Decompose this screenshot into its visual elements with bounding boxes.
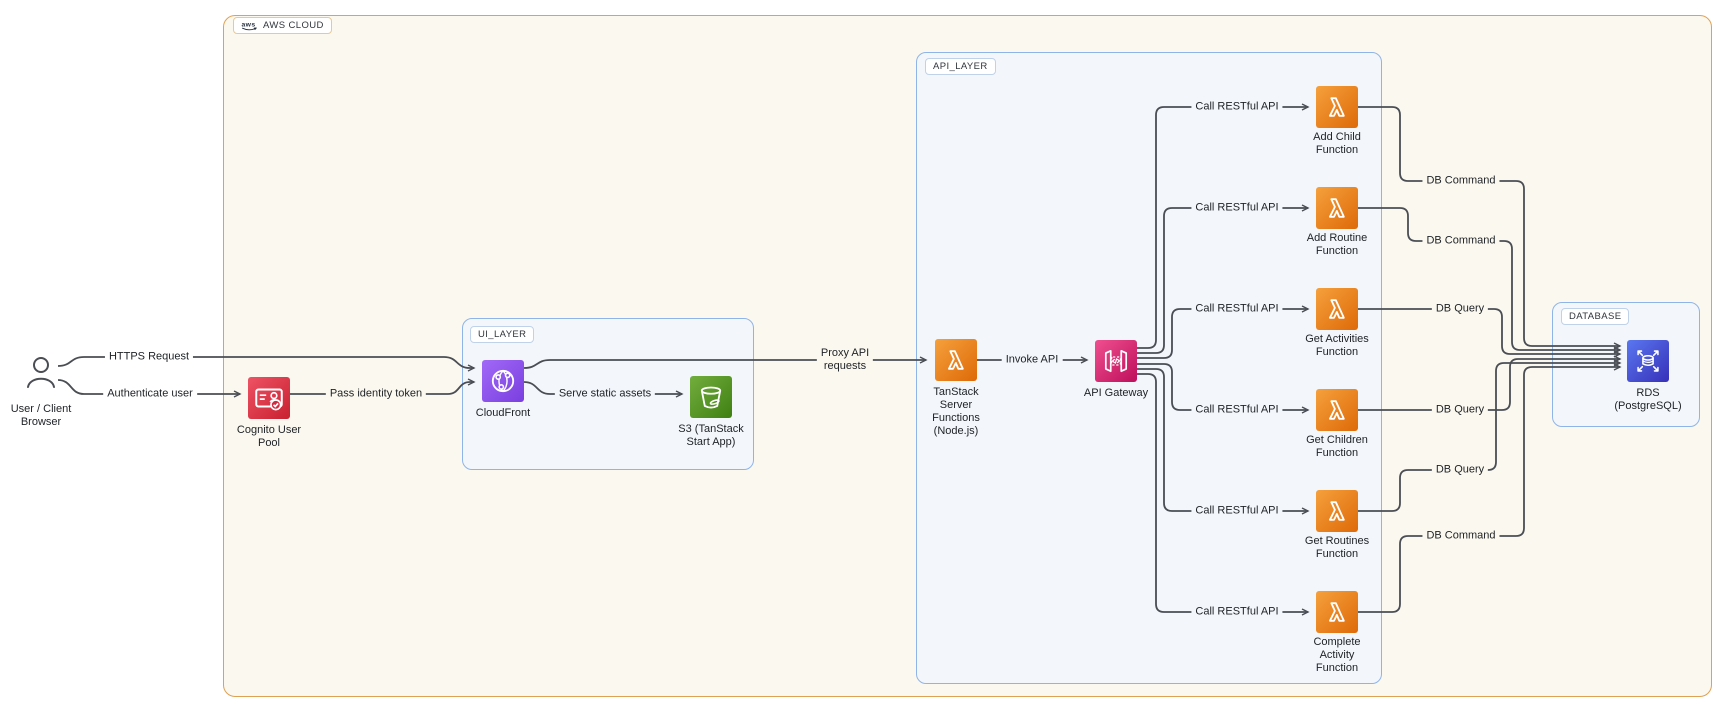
aws-cloud-tag: aws AWS CLOUD xyxy=(233,17,332,34)
tanstack-label: TanStack Server Functions (Node.js) xyxy=(932,386,980,437)
edge-label-call-restful-3: Call RESTful API xyxy=(1191,302,1283,316)
edge-label-pass-identity-token: Pass identity token xyxy=(325,387,427,401)
cloudfront-icon xyxy=(482,360,524,402)
edge-label-db-query-4: DB Query xyxy=(1431,403,1489,417)
tanstack-lambda-icon xyxy=(935,339,977,381)
svg-text:aws: aws xyxy=(242,22,256,29)
cognito-user-pool-icon xyxy=(248,377,290,419)
edge-db-query-4-line xyxy=(1358,359,1620,411)
api-layer-container xyxy=(916,52,1382,684)
lambda-add-child-icon xyxy=(1316,86,1358,128)
edge-label-call-restful-2: Call RESTful API xyxy=(1191,201,1283,215)
lambda-get-routines-label: Get Routines Function xyxy=(1304,535,1370,560)
edge-label-call-restful-5: Call RESTful API xyxy=(1191,504,1283,518)
user-label: User / Client Browser xyxy=(10,403,72,428)
s3-label: S3 (TanStack Start App) xyxy=(678,423,744,448)
rds-label: RDS (PostgreSQL) xyxy=(1614,387,1682,412)
edge-label-db-command-6: DB Command xyxy=(1422,529,1500,543)
edge-label-db-query-5: DB Query xyxy=(1431,463,1489,477)
edge-https-request-line xyxy=(57,356,474,368)
edge-label-https-request: HTTPS Request xyxy=(104,350,194,364)
edge-authenticate-user-line xyxy=(57,379,240,394)
cloudfront-label: CloudFront xyxy=(475,407,531,419)
api-layer-tag-label: API_LAYER xyxy=(933,61,988,72)
edge-call-restful-2-line xyxy=(1137,208,1308,354)
aws-cloud-tag-label: AWS CLOUD xyxy=(263,20,324,31)
ui-layer-tag: UI_LAYER xyxy=(470,326,535,343)
edge-call-restful-6-line xyxy=(1137,373,1308,612)
ui-layer-tag-label: UI_LAYER xyxy=(478,329,527,340)
cognito-user-pool-label: Cognito User Pool xyxy=(236,424,302,449)
edge-label-db-command-2: DB Command xyxy=(1422,234,1500,248)
edge-call-restful-5-line xyxy=(1137,368,1308,511)
api-gateway-icon xyxy=(1095,340,1137,382)
api-layer-tag: API_LAYER xyxy=(925,58,996,75)
edge-call-restful-3-line xyxy=(1137,309,1308,359)
edge-label-db-command-1: DB Command xyxy=(1422,174,1500,188)
database-tag: DATABASE xyxy=(1561,308,1630,325)
user-icon xyxy=(19,353,63,399)
api-gateway-label: API Gateway xyxy=(1083,387,1149,399)
rds-icon xyxy=(1627,340,1669,382)
edge-label-db-query-3: DB Query xyxy=(1431,302,1489,316)
edge-label-call-restful-1: Call RESTful API xyxy=(1191,100,1283,114)
lambda-get-activities-icon xyxy=(1316,288,1358,330)
lambda-get-activities-label: Get Activities Function xyxy=(1305,333,1369,358)
edge-label-proxy-api-requests: Proxy API requests xyxy=(816,346,874,374)
lambda-get-routines-icon xyxy=(1316,490,1358,532)
aws-logo-icon: aws xyxy=(241,20,258,31)
lambda-get-children-label: Get Children Function xyxy=(1306,434,1368,459)
edge-call-restful-1-line xyxy=(1137,107,1308,349)
edge-proxy-api-requests-line xyxy=(523,360,926,369)
edge-label-call-restful-6: Call RESTful API xyxy=(1191,605,1283,619)
s3-bucket-icon xyxy=(690,376,732,418)
edge-db-command-6-line xyxy=(1358,367,1620,613)
lambda-complete-activity-icon xyxy=(1316,591,1358,633)
lambda-get-children-icon xyxy=(1316,389,1358,431)
lambda-complete-activity-label: Complete Activity Function xyxy=(1313,636,1361,674)
edge-label-authenticate-user: Authenticate user xyxy=(103,387,197,401)
edge-db-query-5-line xyxy=(1358,363,1620,512)
edge-db-query-3-line xyxy=(1358,308,1620,354)
lambda-add-child-label: Add Child Function xyxy=(1313,131,1361,156)
database-tag-label: DATABASE xyxy=(1569,311,1622,322)
edge-db-command-2-line xyxy=(1358,207,1620,350)
edge-label-invoke-api: Invoke API xyxy=(1001,353,1063,367)
edge-serve-static-assets-line xyxy=(523,381,682,394)
lambda-add-routine-label: Add Routine Function xyxy=(1306,232,1368,257)
edge-label-call-restful-4: Call RESTful API xyxy=(1191,403,1283,417)
edge-call-restful-4-line xyxy=(1137,363,1308,410)
edge-label-serve-static-assets: Serve static assets xyxy=(554,387,656,401)
edge-pass-identity-token-line xyxy=(290,382,474,395)
lambda-add-routine-icon xyxy=(1316,187,1358,229)
